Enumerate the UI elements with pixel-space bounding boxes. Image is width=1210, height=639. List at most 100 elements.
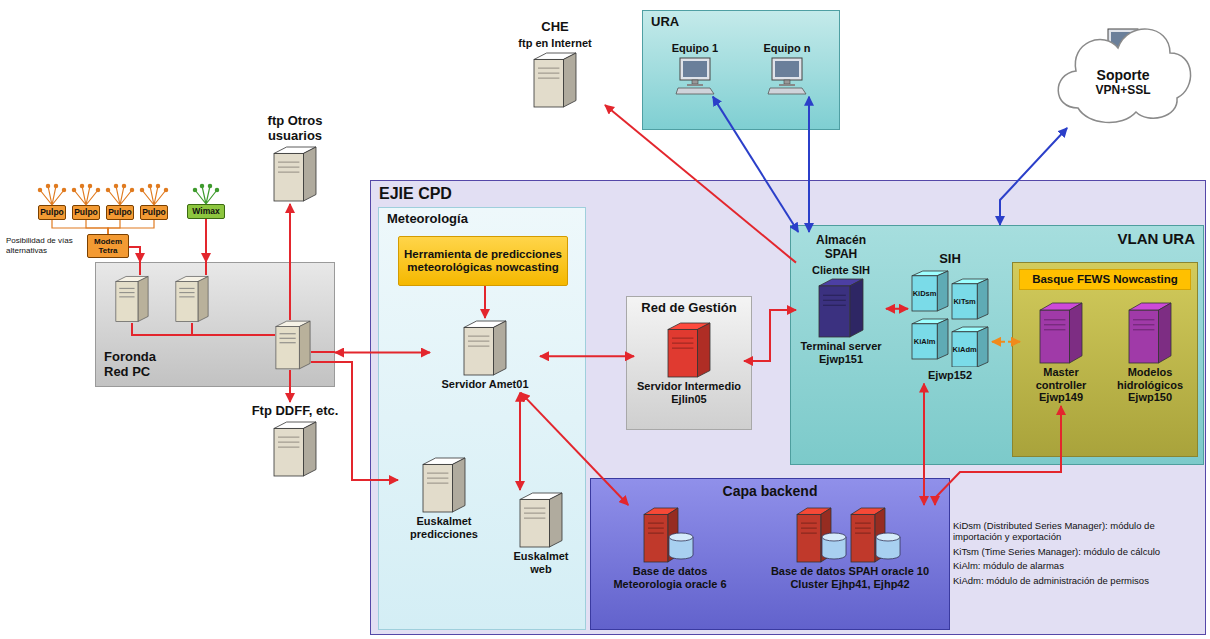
server-icon [1039,302,1083,364]
server-icon [910,269,990,367]
connector [540,355,634,357]
node-title: Pulpo [40,208,64,218]
connector [52,220,108,234]
connector [1000,128,1067,225]
connector [935,406,1061,505]
database-icon [796,507,904,563]
panel-title: Basque FEWS Nowcasting [1019,269,1191,290]
node-title: Modem Tetra [89,237,127,255]
panel-title: Foronda Red PC [104,350,176,380]
panel-title: VLAN URA [1118,230,1196,247]
node-title: Wimax [192,207,219,217]
zone-panel: MeteorologíaHerramienta de predicciones … [378,207,586,630]
server-icon [273,421,317,477]
server-icon [463,320,507,376]
server-icon [422,457,466,513]
connector [808,97,810,232]
server-icon [1128,302,1172,364]
legend-note: KiAdm: módulo de administración de permi… [953,575,1205,586]
node-title: ftp Otros usuarios [248,114,342,144]
database: Base de datos Meteorologia oracle 6 [610,505,730,592]
foronda-servers [116,276,310,368]
foronda-wiring [132,262,335,387]
connector [289,387,291,402]
node-title: Euskalmet predicciones [401,515,487,540]
node-title: Almacén SPAH [799,234,883,262]
panel-title: Meteorología [387,212,468,227]
site-panel: URA Equipo 1 Equipo n [642,10,840,130]
server-icon [533,52,577,108]
node-title: Servidor Amet01 [441,378,528,391]
server: Servidor Intermedio Ejlin05 [634,320,744,407]
modem-box: Modem Tetra [87,234,129,258]
server: Euskalmet predicciones [398,455,490,542]
node-title: Euskalmet web [503,550,579,575]
database: Base de datos SPAH oracle 10 Cluster Ejh… [760,505,940,592]
connector [86,220,108,234]
wimax-antenna [195,186,217,204]
node-text: Terminal server Ejwp151 [799,340,883,365]
legend-note: KiDsm (Distributed Series Manager): módu… [953,520,1205,543]
connector [744,310,796,361]
server-group: SIH Ejwp152 [908,250,992,384]
node-text: ftp en Internet [518,37,591,50]
connector [923,384,925,505]
panel-title: EJIE CPD [379,185,452,203]
server: Servidor Amet01 [430,318,540,393]
node-title: Modelos hidrológicos Ejwp150 [1111,366,1189,404]
zone-panel: Red de GestiónServidor Intermedio Ejlin0… [626,296,752,430]
connector [108,220,154,234]
router-box: Pulpo [38,205,66,220]
node-title: Pulpo [74,208,98,218]
datacenter-panel: EJIE CPD MeteorologíaHerramienta de predi… [370,180,1206,635]
node-text: Cliente SIH [812,264,870,277]
router-box: Pulpo [72,205,100,220]
connector [289,204,291,262]
ftp-server: ftp Otros usuarios [245,112,345,204]
node-title: Master controller Ejwp149 [1023,366,1099,404]
panel-title: URA [651,15,679,30]
workstation: Equipo n [752,40,822,97]
server-icon [273,146,317,202]
server-icon [818,278,864,338]
node-text: VPN+SSL [1095,84,1150,98]
vlan-panel: VLAN URA Almacén SPAH Cliente SIH Terminal … [790,225,1204,465]
platform-panel: Basque FEWS NowcastingMaster controller … [1012,262,1198,457]
antenna-lines [40,186,166,205]
connector [713,97,798,232]
wimax-box: Wimax [187,204,225,219]
node-text: Ejwp152 [928,369,972,382]
connector [129,247,140,262]
node-title: Base de datos Meteorologia oracle 6 [613,565,727,590]
node-title: Pulpo [108,208,132,218]
tool-box: Herramienta de predicciones meteorológic… [398,236,568,286]
node-title: Ftp DDFF, etc. [252,404,339,419]
module-label: KiAlm [914,337,936,346]
connector [108,220,120,234]
node-title: SIH [939,252,961,267]
connector [521,393,629,505]
node-title: Equipo 1 [672,42,718,55]
ftp-server: Ftp DDFF, etc. [245,402,345,479]
node-title: Equipo n [763,42,810,55]
node-title: Servidor Intermedio Ejlin05 [637,380,741,405]
workstation: Equipo 1 [660,40,730,97]
connector [335,352,430,354]
connector [205,219,207,262]
wimax-dots [195,186,217,190]
server: Master controller Ejwp149 [1020,300,1102,406]
connector [519,393,521,490]
support-cloud: SoporteVPN+SSL [1048,8,1198,128]
node-title: Base de datos SPAH oracle 10 Cluster Ejh… [763,565,937,590]
module-label: KiAdm [953,345,977,354]
connector [335,362,398,480]
legend-note: KiAlm: módulo de alarmas [953,560,1205,571]
node-title: CHE [541,20,568,35]
server-icon [667,322,711,378]
antenna-dots [40,186,166,190]
connector [992,341,1020,343]
module-label: KiDsm [913,289,937,298]
server: Almacén SPAH Cliente SIH Terminal server E… [796,232,886,368]
